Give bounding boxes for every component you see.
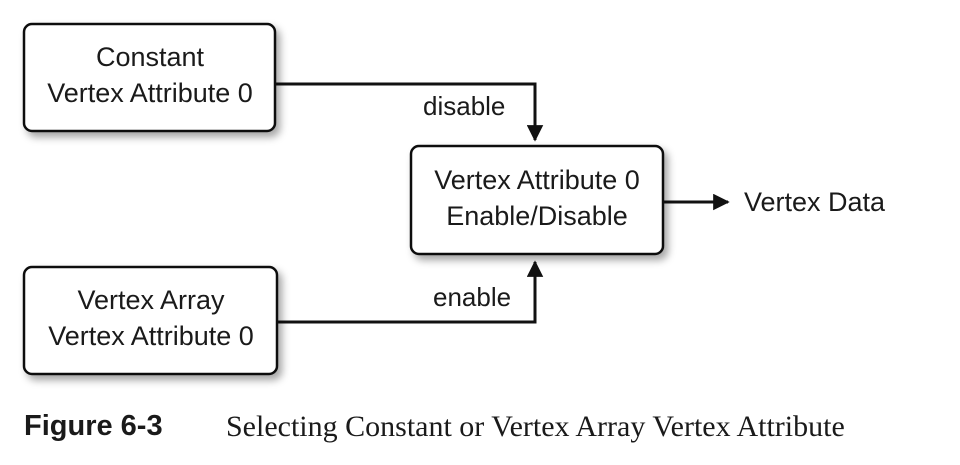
array-attribute-label-line2: Vertex Attribute 0 <box>48 321 254 351</box>
connector-disable <box>275 82 544 142</box>
constant-attribute-box <box>22 22 277 133</box>
figure-caption: Figure 6-3 Selecting Constant or Vertex … <box>24 410 944 454</box>
array-attribute-node: Vertex Array Vertex Attribute 0 <box>22 265 279 376</box>
constant-attribute-label-line2: Vertex Attribute 0 <box>47 78 253 108</box>
selector-node: Vertex Attribute 0 Enable/Disable <box>409 144 665 256</box>
array-attribute-label-line1: Vertex Array <box>77 285 225 315</box>
connector-enable <box>277 260 544 324</box>
vertex-data-label: Vertex Data <box>744 187 886 217</box>
selector-box <box>409 144 665 256</box>
figure-number: Figure 6-3 <box>24 410 163 442</box>
constant-attribute-node: Constant Vertex Attribute 0 <box>22 22 277 133</box>
disable-edge-label: disable <box>423 91 505 121</box>
selector-label-line1: Vertex Attribute 0 <box>434 165 640 195</box>
constant-attribute-label-line1: Constant <box>96 42 205 72</box>
selector-label-line2: Enable/Disable <box>446 201 628 231</box>
figure-title: Selecting Constant or Vertex Array Verte… <box>226 410 845 443</box>
array-attribute-box <box>22 265 279 376</box>
flow-diagram: Constant Vertex Attribute 0 Vertex Attri… <box>22 22 886 376</box>
enable-edge-label: enable <box>433 282 511 312</box>
